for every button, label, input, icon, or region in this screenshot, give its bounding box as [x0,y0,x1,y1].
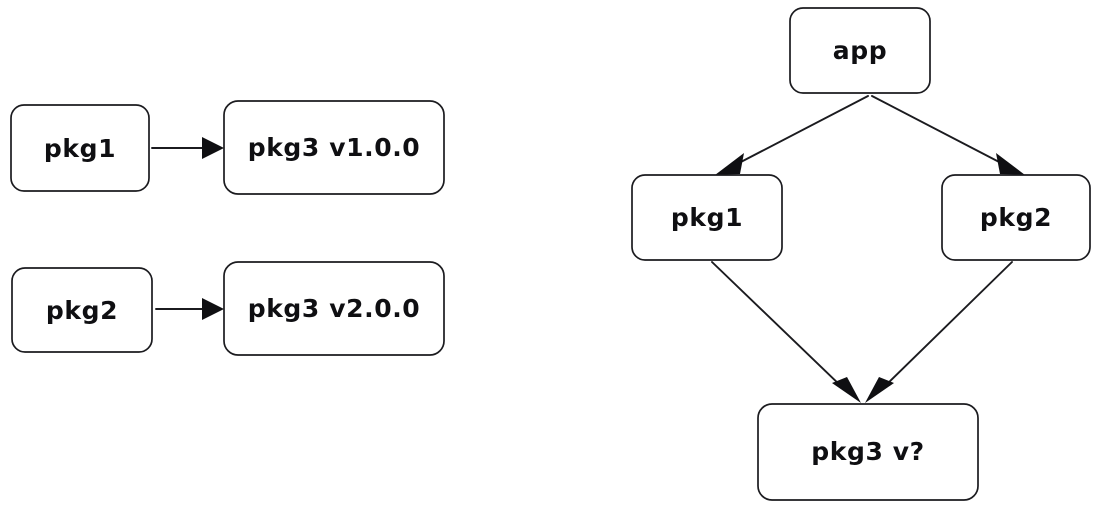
edge-app-to-pkg1 [715,95,869,175]
arrowhead-icon [832,377,861,403]
arrowhead-icon [715,153,744,175]
node-label: pkg2 [46,296,118,325]
node-label: app [833,36,887,65]
node-label: pkg3 v2.0.0 [248,294,421,323]
node-box[interactable] [757,403,979,501]
arrowhead-icon [202,137,224,159]
node-pkg3-v2-left[interactable]: pkg3 v2.0.0 [223,261,445,356]
node-pkg3-unknown[interactable]: pkg3 v? [757,403,979,501]
node-pkg1-right[interactable]: pkg1 [631,174,783,261]
node-pkg2-left[interactable]: pkg2 [11,267,153,353]
node-box[interactable] [941,174,1091,261]
edge-line [711,261,844,389]
edge-pkg1-to-pkg3v1 [151,137,224,159]
node-box[interactable] [223,100,445,195]
node-pkg1-left[interactable]: pkg1 [10,104,150,192]
edge-line [871,95,1004,165]
node-box[interactable] [223,261,445,356]
edge-pkg1-to-pkg3 [711,261,861,403]
node-pkg2-right[interactable]: pkg2 [941,174,1091,261]
node-box[interactable] [11,267,153,353]
node-box[interactable] [10,104,150,192]
arrowhead-icon [202,298,224,320]
node-label: pkg3 v? [811,437,925,466]
left-diagram: pkg1 pkg3 v1.0.0 pkg2 pkg3 v2.0.0 [10,100,445,356]
arrowhead-icon [996,153,1025,175]
edge-line [882,261,1013,389]
edge-pkg2-to-pkg3 [865,261,1013,403]
node-label: pkg1 [44,134,116,163]
edge-app-to-pkg2 [871,95,1025,175]
arrowhead-icon [865,377,894,403]
right-diagram: app pkg1 pkg2 pkg3 v? [631,7,1091,501]
edge-line [736,95,869,165]
node-app[interactable]: app [789,7,931,94]
node-label: pkg2 [980,203,1052,232]
node-label: pkg3 v1.0.0 [248,133,421,162]
node-pkg3-v1-left[interactable]: pkg3 v1.0.0 [223,100,445,195]
edge-pkg2-to-pkg3v2 [155,298,224,320]
node-box[interactable] [789,7,931,94]
node-label: pkg1 [671,203,743,232]
node-box[interactable] [631,174,783,261]
